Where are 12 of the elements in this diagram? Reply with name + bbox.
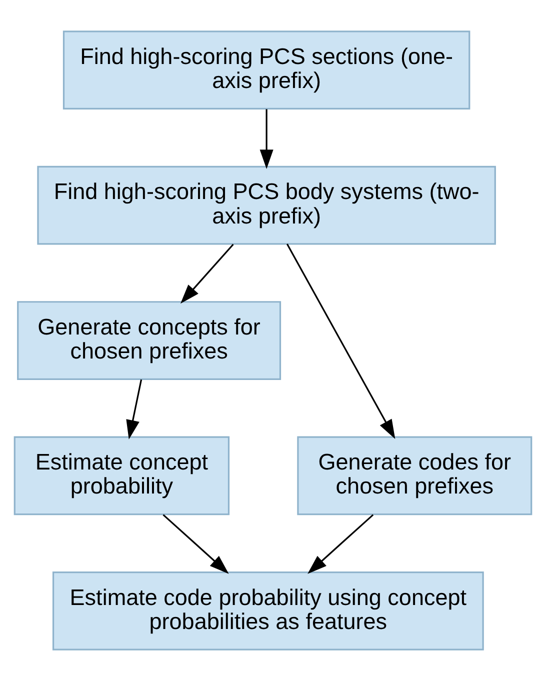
node-box: Estimate code probability using concept probabilities as features	[52, 572, 484, 650]
arrow	[308, 514, 374, 574]
node-box: Generate concepts for chosen prefixes	[17, 301, 282, 380]
arrow	[260, 109, 274, 170]
node-box: Generate codes for chosen prefixes	[297, 436, 532, 516]
node-box: Estimate concept probability	[14, 436, 230, 516]
arrow	[180, 244, 234, 304]
node-box: Find high-scoring PCS sections (one-axis prefix)	[62, 30, 470, 110]
arrow	[286, 244, 396, 439]
arrow	[126, 379, 142, 440]
node-box: Find high-scoring PCS body systems (two-axis prefix)	[37, 166, 496, 245]
arrow	[162, 514, 229, 574]
